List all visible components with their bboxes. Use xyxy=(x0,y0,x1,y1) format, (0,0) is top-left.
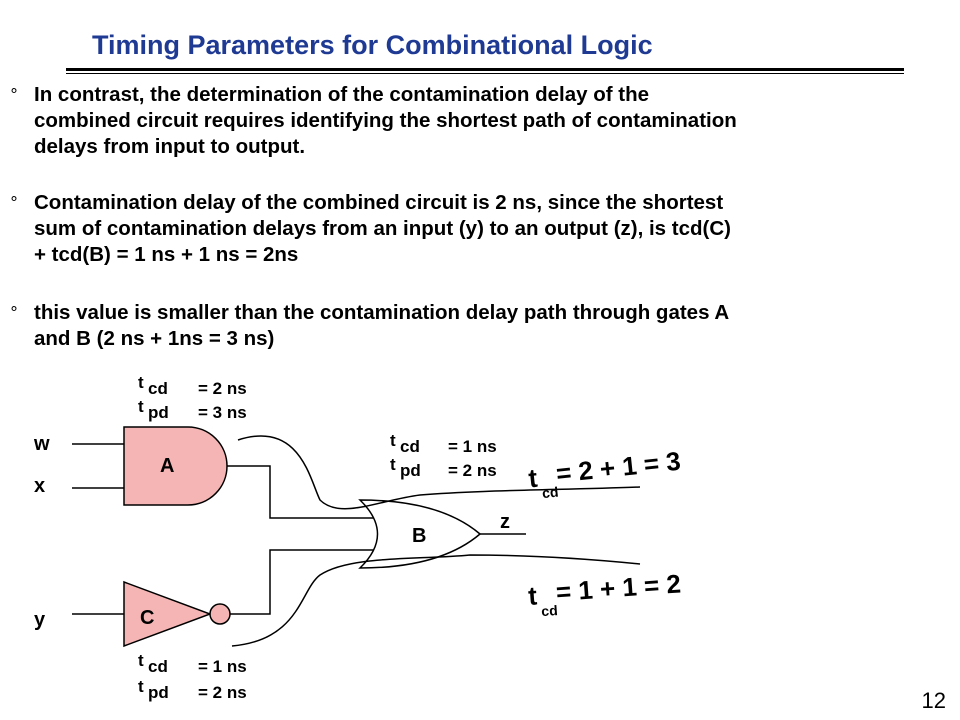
bullet-line: + tcd(B) = 1 ns + 1 ns = 2ns xyxy=(34,243,299,266)
bullet-item: ° Contamination delay of the combined ci… xyxy=(10,190,944,268)
gate-c-tcd-sub: cd xyxy=(148,657,168,676)
bullet-line: delays from input to output. xyxy=(34,135,306,158)
gate-a-and xyxy=(123,426,228,506)
gate-c-bubble xyxy=(209,603,231,625)
gate-b-timing: t cd = 1 ns t pd = 2 ns xyxy=(390,431,497,480)
output-label-z: z xyxy=(500,511,510,533)
bullet-marker: ° xyxy=(10,303,18,322)
gate-c-tpd-sub: pd xyxy=(148,683,169,702)
gate-c-tcd-value: = 1 ns xyxy=(198,657,247,676)
handwritten-top-eq: = 2 + 1 = 3 xyxy=(555,446,683,489)
gate-a-timing: t cd = 2 ns t pd = 3 ns xyxy=(138,373,247,422)
input-label-x: x xyxy=(34,475,45,497)
input-label-y: y xyxy=(34,609,46,631)
bullet-line: combined circuit requires identifying th… xyxy=(34,109,737,132)
gate-a-tpd-value: = 3 ns xyxy=(198,403,247,422)
gate-c-not xyxy=(123,580,213,648)
bullet-line: In contrast, the determination of the co… xyxy=(34,83,650,106)
gate-a-tcd-sub: cd xyxy=(148,379,168,398)
gate-c-label: C xyxy=(140,607,154,629)
gate-b-tpd-value: = 2 ns xyxy=(448,461,497,480)
gate-b-tcd-sub: cd xyxy=(400,437,420,456)
gate-b-label: B xyxy=(412,525,426,547)
handwritten-bottom: t cd = 1 + 1 = 2 xyxy=(527,568,682,619)
gate-c-tpd-value: = 2 ns xyxy=(198,683,247,702)
handwritten-top-sub: cd xyxy=(541,484,559,502)
wire-c-to-b xyxy=(230,549,380,615)
bullet-line: Contamination delay of the combined circ… xyxy=(34,191,724,214)
handwritten-top-t: t xyxy=(527,463,539,494)
bullet-marker: ° xyxy=(10,85,18,104)
handdrawn-path-top xyxy=(237,435,641,510)
gate-a-tpd-sub: pd xyxy=(148,403,169,422)
bullet-line: and B (2 ns + 1ns = 3 ns) xyxy=(34,327,275,350)
bullet-line: sum of contamination delays from an inpu… xyxy=(34,217,731,240)
gate-a-label: A xyxy=(160,455,174,477)
gate-b-tcd-t: t xyxy=(390,431,396,450)
gate-c-timing: t cd = 1 ns t pd = 2 ns xyxy=(138,651,247,702)
gate-c-tcd-t: t xyxy=(138,651,144,670)
bullet-item: ° this value is smaller than the contami… xyxy=(10,300,944,352)
gate-a-tcd-value: = 2 ns xyxy=(198,379,247,398)
gate-c-tpd-t: t xyxy=(138,677,144,696)
gate-a-tpd-t: t xyxy=(138,397,144,416)
bullet-marker: ° xyxy=(10,193,18,212)
title-underline xyxy=(66,68,904,74)
gate-b-tpd-t: t xyxy=(390,455,396,474)
gate-b-tcd-value: = 1 ns xyxy=(448,437,497,456)
handdrawn-path-bottom xyxy=(231,554,641,647)
gate-a-tcd-t: t xyxy=(138,373,144,392)
input-label-w: w xyxy=(33,433,50,455)
handwritten-bottom-t: t xyxy=(527,580,538,611)
handwritten-top: t cd = 2 + 1 = 3 xyxy=(527,446,683,502)
wire-a-to-b xyxy=(227,465,380,519)
page-number: 12 xyxy=(921,688,946,713)
bullet-line: this value is smaller than the contamina… xyxy=(34,301,730,324)
gate-b-tpd-sub: pd xyxy=(400,461,421,480)
handwritten-bottom-eq: = 1 + 1 = 2 xyxy=(555,568,682,607)
handwritten-bottom-sub: cd xyxy=(541,602,558,619)
slide-title: Timing Parameters for Combinational Logi… xyxy=(92,30,653,60)
bullet-item: ° In contrast, the determination of the … xyxy=(10,82,944,160)
